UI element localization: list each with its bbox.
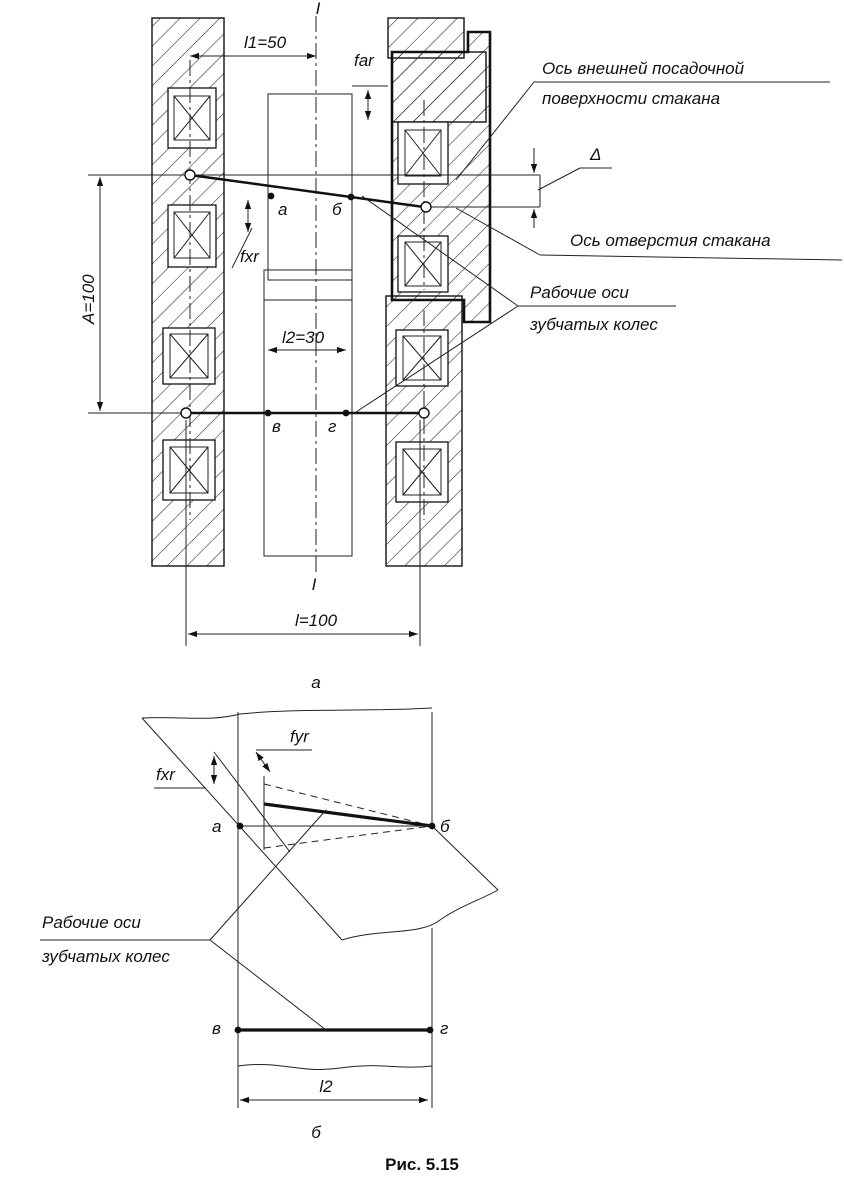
symbol-fxr-b: fxr — [156, 765, 176, 784]
annotation-outer-axis-1: Ось внешней посадочной — [542, 59, 745, 78]
annotation-outer-axis-2: поверхности стакана — [542, 89, 720, 108]
subfigure-a-drawing — [88, 16, 843, 646]
symbol-delta: Δ — [589, 145, 601, 164]
bearing-left-bottom — [162, 327, 216, 501]
section-mark-top: I — [316, 0, 321, 18]
annotation-working-axes-2-b: зубчатых колес — [41, 947, 170, 966]
annotation-working-axes-1-b: Рабочие оси — [42, 913, 141, 932]
point-g-dot — [342, 409, 350, 417]
dim-l2-b-label: l2 — [319, 1077, 333, 1096]
point-b-label: б — [332, 200, 343, 219]
point-a-dot — [267, 192, 275, 200]
point-v-label-b: в — [212, 1019, 221, 1038]
dim-l2-label: l2=30 — [282, 328, 325, 347]
symbol-far: far — [354, 51, 375, 70]
annotation-bore-axis: Ось отверстия стакана — [570, 231, 771, 250]
section-mark-bottom: I — [312, 575, 317, 594]
bearing-left-top — [167, 87, 217, 268]
upper-shaft-axis — [189, 173, 425, 209]
subfigure-b-drawing — [40, 707, 499, 1108]
subfigure-label-b: б — [311, 1123, 322, 1142]
subfigure-label-a: а — [311, 673, 320, 692]
tilted-axis-b — [263, 802, 433, 828]
point-g-label: г — [328, 417, 336, 436]
symbol-fyr-b: fyr — [290, 727, 310, 746]
point-v-label: в — [272, 417, 281, 436]
figure-caption: Рис. 5.15 — [385, 1155, 459, 1174]
point-g-label-b: г — [440, 1019, 448, 1038]
annotation-working-axes-2: зубчатых колес — [529, 315, 658, 334]
point-a-label-b: а — [212, 817, 221, 836]
point-a-label: а — [278, 200, 287, 219]
dim-A-label: A=100 — [79, 274, 98, 325]
cup-flange — [391, 51, 487, 123]
gear-upper — [267, 93, 353, 281]
point-v-dot — [264, 409, 272, 417]
dim-l-label: l=100 — [295, 611, 338, 630]
bearing-right-top — [397, 121, 449, 293]
point-b-dot — [347, 193, 355, 201]
annotation-working-axes-1: Рабочие оси — [530, 283, 629, 302]
point-b-label-b: б — [440, 817, 451, 836]
dim-l1-label: l1=50 — [244, 33, 287, 52]
symbol-fxr: fxr — [240, 247, 260, 266]
